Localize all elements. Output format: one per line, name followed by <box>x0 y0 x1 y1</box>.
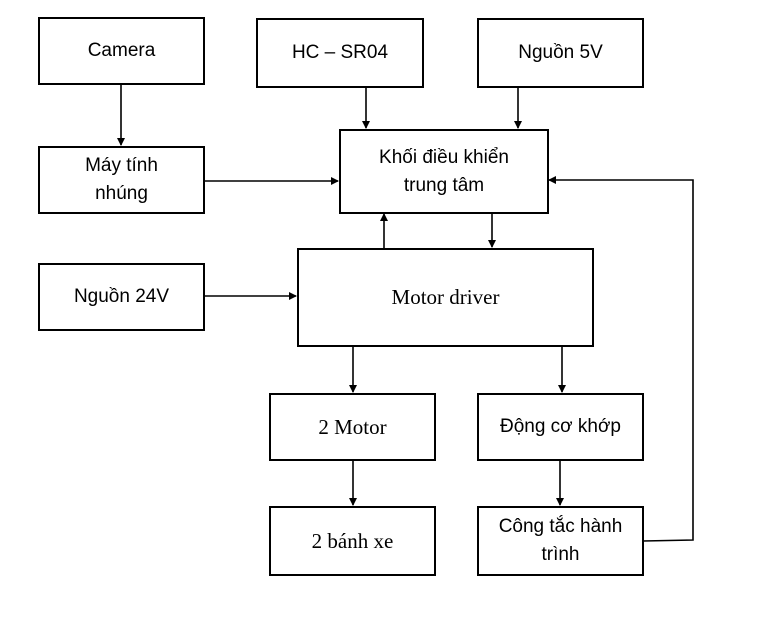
node-label: Camera <box>87 40 156 62</box>
node-motor-driver: Motor driver <box>297 248 594 347</box>
node-label: Nguồn 24V <box>73 286 170 308</box>
node-may-tinh-nhung: Máy tính nhúng <box>38 146 205 214</box>
arrow-switch-feedback-to-controller <box>548 176 694 542</box>
node-nguon-5v: Nguồn 5V <box>477 18 644 88</box>
node-label-line1: Máy tính <box>85 155 158 177</box>
node-camera: Camera <box>38 17 205 85</box>
node-nguon-24v: Nguồn 24V <box>38 263 205 331</box>
node-dong-co-khop: Động cơ khớp <box>477 393 644 461</box>
node-label: 2 bánh xe <box>311 528 394 553</box>
node-label: Nguồn 5V <box>518 42 603 64</box>
node-label-line2: trung tâm <box>403 174 485 196</box>
node-2-banh-xe: 2 bánh xe <box>269 506 436 576</box>
node-2-motor: 2 Motor <box>269 393 436 461</box>
node-label: 2 Motor <box>318 414 387 439</box>
node-label-line2: nhúng <box>95 183 148 204</box>
node-hc-sr04: HC – SR04 <box>256 18 424 88</box>
node-label-line1: Khối điều khiển <box>379 146 509 168</box>
node-label: Động cơ khớp <box>499 416 622 438</box>
node-label: Motor driver <box>391 285 500 310</box>
node-label-line2: trình <box>541 544 580 565</box>
node-cong-tac-hanh-trinh: Công tắc hành trình <box>477 506 644 576</box>
node-label: HC – SR04 <box>291 42 389 64</box>
node-khoi-dieu-khien: Khối điều khiển trung tâm <box>339 129 549 214</box>
node-label-line1: Công tắc hành <box>498 516 623 538</box>
